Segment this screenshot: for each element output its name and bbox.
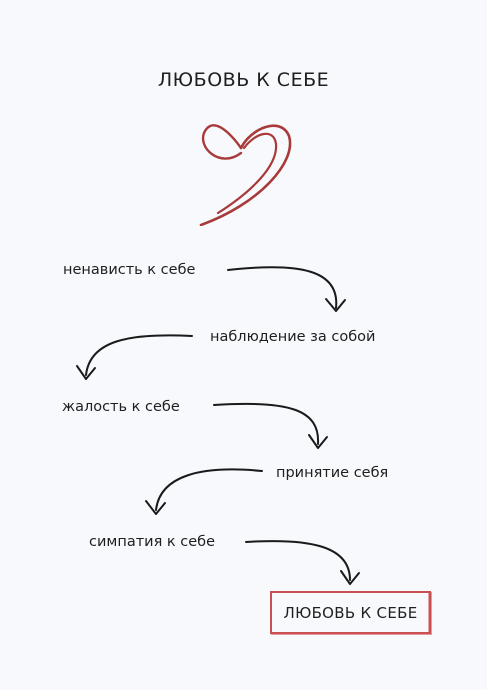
arrow-1	[227, 266, 346, 312]
arrow-5	[245, 540, 360, 585]
step-self-sympathy: симпатия к себе	[89, 534, 216, 550]
step-self-observation: наблюдение за собой	[210, 329, 376, 345]
step-self-acceptance: принятие себя	[276, 465, 389, 481]
arrow-3	[213, 402, 328, 449]
heart-icon	[199, 124, 292, 226]
arrow-4	[145, 468, 263, 515]
final-self-love-label: ЛЮБОВЬ К СЕБЕ	[283, 603, 418, 622]
final-self-love-box: ЛЮБОВЬ К СЕБЕ	[270, 591, 431, 634]
step-self-pity: жалость к себе	[62, 399, 180, 415]
page-title: ЛЮБОВЬ К СЕБЕ	[157, 69, 330, 91]
step-self-hatred: ненависть к себе	[63, 262, 196, 278]
arrow-2	[76, 334, 193, 380]
